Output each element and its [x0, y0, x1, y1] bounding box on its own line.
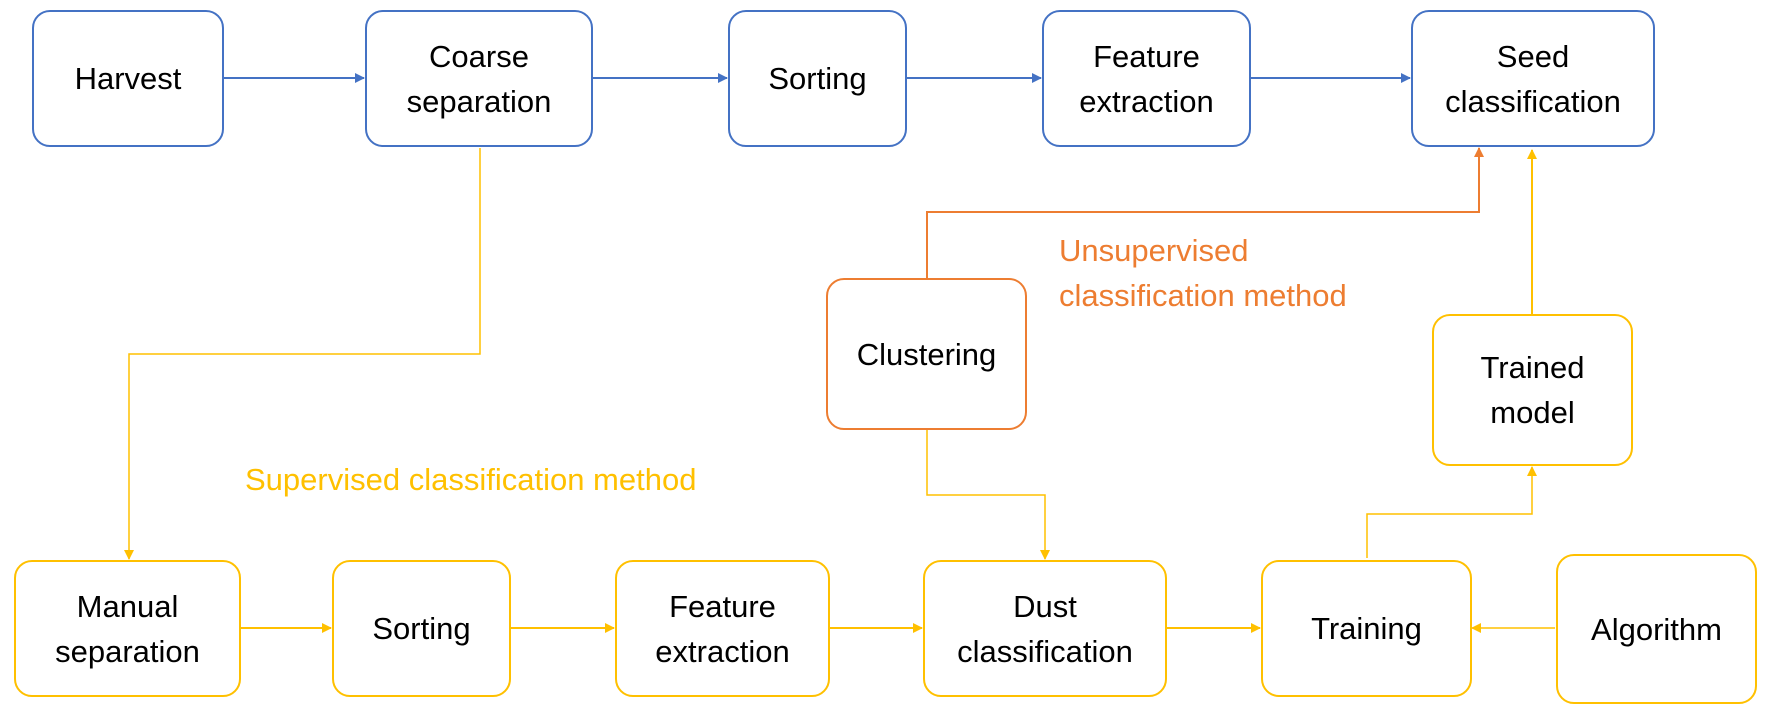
unsupervised-method-label: Unsupervised classification method	[1059, 233, 1347, 313]
node-manual-separation-label: Manual separation	[55, 588, 200, 669]
node-sorting-top-label: Sorting	[768, 61, 867, 96]
node-training-label: Training	[1311, 611, 1422, 646]
node-feature-extraction-top[interactable]: Feature extraction	[1042, 10, 1251, 147]
node-training[interactable]: Training	[1261, 560, 1472, 697]
node-sorting-top[interactable]: Sorting	[728, 10, 907, 147]
node-dust-classification-label: Dust classification	[957, 588, 1133, 669]
node-coarse-separation[interactable]: Coarse separation	[365, 10, 593, 147]
node-trained-model-label: Trained model	[1480, 350, 1585, 430]
node-coarse-separation-label: Coarse separation	[406, 38, 552, 119]
arrow-training-to-model	[1366, 466, 1537, 558]
node-clustering-label: Clustering	[856, 336, 997, 372]
node-trained-model[interactable]: Trained model	[1432, 314, 1633, 466]
node-harvest-label: Harvest	[74, 61, 182, 96]
node-seed-classification-label: Seed classification	[1445, 38, 1621, 119]
node-dust-classification[interactable]: Dust classification	[923, 560, 1167, 697]
node-feature-extraction-bottom-label: Feature extraction	[655, 588, 790, 669]
supervised-method-label: Supervised classification method	[245, 462, 697, 497]
node-sorting-bottom[interactable]: Sorting	[332, 560, 511, 697]
node-manual-separation[interactable]: Manual separation	[14, 560, 241, 697]
arrow-clustering-to-dust	[926, 430, 1050, 560]
node-algorithm-label: Algorithm	[1591, 611, 1722, 647]
node-clustering[interactable]: Clustering	[826, 278, 1027, 430]
node-sorting-bottom-label: Sorting	[372, 611, 471, 646]
arrow-coarse-to-manual	[124, 148, 481, 560]
node-feature-extraction-bottom[interactable]: Feature extraction	[615, 560, 830, 697]
node-harvest[interactable]: Harvest	[32, 10, 224, 147]
node-seed-classification[interactable]: Seed classification	[1411, 10, 1655, 147]
node-algorithm[interactable]: Algorithm	[1556, 554, 1757, 704]
arrow-clustering-to-seed	[926, 147, 1484, 278]
node-feature-extraction-top-label: Feature extraction	[1079, 38, 1214, 119]
